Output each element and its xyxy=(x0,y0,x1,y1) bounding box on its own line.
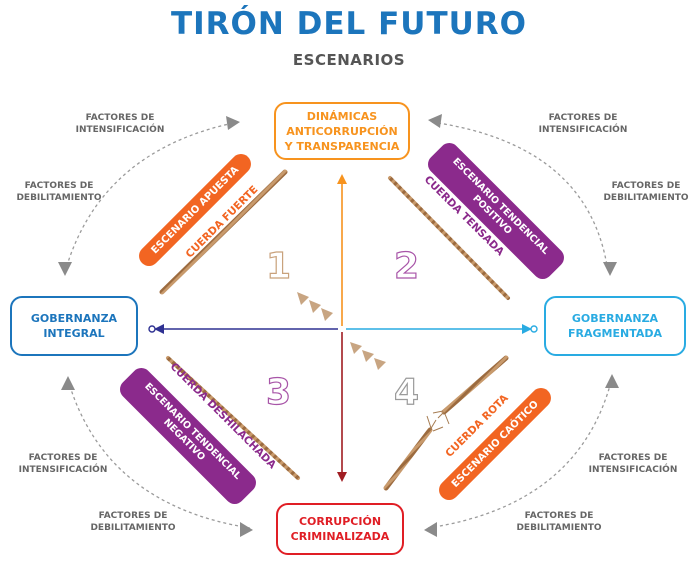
factor-bottom-right: FACTORES DE DEBILITAMIENTO xyxy=(516,511,602,533)
arrowhead-top-left-end xyxy=(226,116,240,130)
axis-up-arrowhead xyxy=(337,174,347,184)
axis-left-arrowhead xyxy=(154,324,164,334)
rope-tense xyxy=(388,176,510,300)
arc-bottom-left xyxy=(67,379,251,529)
page-title: TIRÓN DEL FUTURO xyxy=(171,6,527,42)
arrowhead-bottom-right-end xyxy=(424,522,437,537)
node-criminalized-corruption: CORRUPCIÓN CRIMINALIZADA xyxy=(276,503,404,555)
rope-strong xyxy=(159,169,288,295)
axis-right-arrowhead xyxy=(522,324,532,334)
factor-left-lower: FACTORES DE INTENSIFICACIÓN xyxy=(18,453,108,475)
rope-frayed xyxy=(166,356,300,480)
outer-cycle-arcs xyxy=(64,121,613,529)
arc-top-left xyxy=(64,121,239,273)
arrowhead-right-lower-end xyxy=(605,374,619,388)
factor-top-left: FACTORES DE INTENSIFICACIÓN xyxy=(75,113,165,135)
arc-arrowheads xyxy=(58,114,619,537)
direction-arrows-4 xyxy=(350,342,386,370)
direction-arrows-1 xyxy=(297,292,333,321)
axis-down-arrowhead xyxy=(337,472,347,482)
node-integral-governance: GOBERNANZA INTEGRAL xyxy=(10,296,138,356)
factor-left-upper: FACTORES DE DEBILITAMIENTO xyxy=(16,181,102,203)
arrowhead-bottom-left-end xyxy=(240,522,253,537)
scenario-number-3: 3 xyxy=(265,371,292,413)
scenario-number-4: 4 xyxy=(393,371,420,413)
node-fragmented-governance: GOBERNANZA FRAGMENTADA xyxy=(544,296,686,356)
factor-top-right: FACTORES DE INTENSIFICACIÓN xyxy=(538,113,628,135)
rope-broken-fibers xyxy=(426,410,450,432)
scenario-number-1: 1 xyxy=(265,245,292,287)
arrowhead-left-lower-end xyxy=(61,376,75,390)
arc-bottom-right xyxy=(427,377,613,529)
scenario-number-2: 2 xyxy=(393,245,420,287)
rope-broken xyxy=(383,355,509,491)
arrowhead-left-upper-end xyxy=(58,262,72,276)
node-anticorruption: DINÁMICAS ANTICORRUPCIÓN Y TRANSPARENCIA xyxy=(274,102,410,160)
factor-right-lower: FACTORES DE INTENSIFICACIÓN xyxy=(588,453,678,475)
factor-bottom-left: FACTORES DE DEBILITAMIENTO xyxy=(90,511,176,533)
arrowhead-top-right-end xyxy=(428,114,442,128)
factor-right-upper: FACTORES DE DEBILITAMIENTO xyxy=(603,181,689,203)
arc-top-right xyxy=(431,121,609,273)
page-subtitle: ESCENARIOS xyxy=(292,51,406,69)
arrowhead-right-upper-end xyxy=(603,262,617,276)
